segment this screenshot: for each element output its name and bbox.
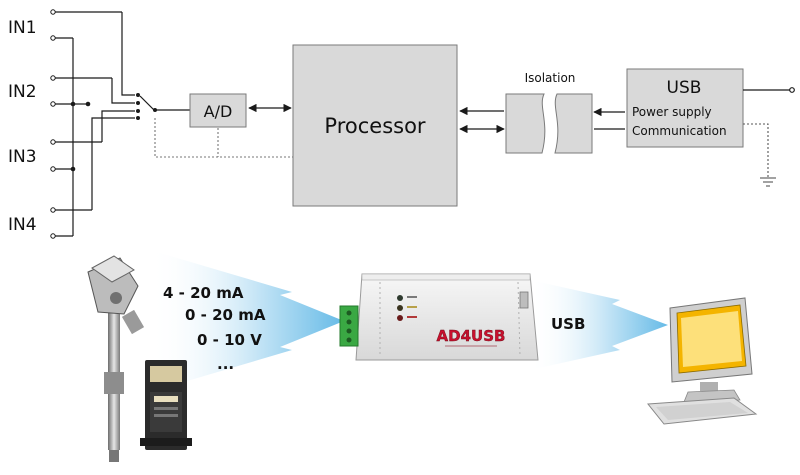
- isolation-barrier: [505, 93, 593, 154]
- usb-block-title: USB: [667, 78, 702, 98]
- junction-dots: [70, 93, 157, 172]
- isolation-usb-links: [593, 107, 625, 130]
- input-label-in1: IN1: [8, 18, 37, 38]
- din-rail-transmitter-icon: [140, 360, 192, 450]
- temperature-probe-icon: [87, 255, 145, 462]
- ground-symbol-icon: [743, 123, 776, 187]
- signal-beam-left: [150, 250, 344, 392]
- usb-link-label: USB: [551, 315, 585, 333]
- signal-type-list: 4 - 20 mA 0 - 20 mA 0 - 10 V ...: [163, 284, 266, 373]
- device-brand: AD4USB: [437, 327, 506, 345]
- signal-type-0-10v: 0 - 10 V: [197, 331, 262, 349]
- signal-type-more: ...: [217, 355, 234, 373]
- isolation-label: Isolation: [525, 71, 576, 85]
- processor-block: Processor: [292, 44, 458, 207]
- adc-label: A/D: [204, 102, 233, 121]
- processor-isolation-links: [459, 106, 505, 134]
- adc-block: A/D: [189, 93, 247, 128]
- processor-label: Processor: [324, 114, 426, 138]
- input-label-in2: IN2: [8, 82, 37, 102]
- computer-icon: [647, 297, 758, 425]
- signal-type-4-20ma: 4 - 20 mA: [163, 284, 244, 302]
- led-red: [397, 315, 403, 321]
- input-label-in3: IN3: [8, 147, 37, 167]
- usb-output-wiring: [743, 87, 795, 93]
- input-labels: IN1 IN2 IN3 IN4: [8, 18, 37, 235]
- terminal-block: [339, 305, 359, 347]
- signal-type-0-20ma: 0 - 20 mA: [185, 306, 266, 324]
- usb-block: USB Power supply Communication: [626, 68, 744, 148]
- terminal-dots: [50, 9, 56, 239]
- usb-block-line-communication: Communication: [632, 124, 727, 138]
- illustration: 4 - 20 mA 0 - 20 mA 0 - 10 V ...: [87, 250, 758, 462]
- block-diagram: IN1 IN2 IN3 IN4: [8, 9, 795, 239]
- led-yellow: [397, 305, 403, 311]
- control-dotted-line: [154, 118, 293, 158]
- input-wiring: [53, 11, 190, 237]
- signal-beam-right: [530, 280, 668, 370]
- usb-block-line-power: Power supply: [632, 105, 712, 119]
- input-label-in4: IN4: [8, 215, 37, 235]
- led-green: [397, 295, 403, 301]
- ad4usb-device-icon: AD4USB: [339, 273, 539, 361]
